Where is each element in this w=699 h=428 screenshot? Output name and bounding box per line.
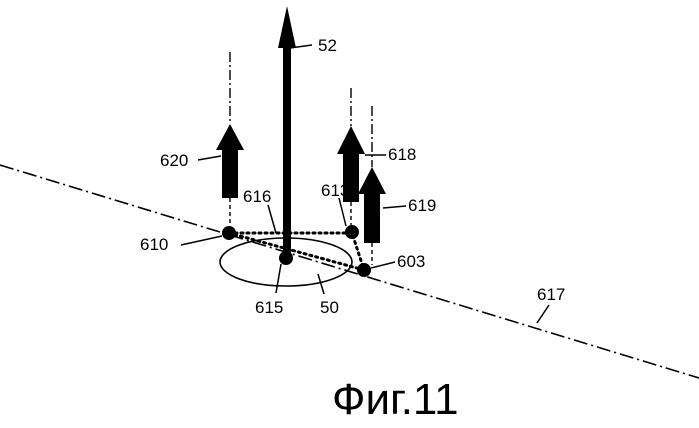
leader-620 <box>198 156 221 160</box>
point-613 <box>345 225 359 239</box>
point-610 <box>222 226 236 240</box>
leader-50 <box>318 274 324 294</box>
arrow-52-head <box>278 6 296 48</box>
label-620: 620 <box>160 151 188 170</box>
leader-619 <box>383 206 406 208</box>
arrow-619-head <box>358 167 386 194</box>
label-617: 617 <box>537 285 565 304</box>
leader-613 <box>339 198 346 226</box>
leader-610 <box>181 236 222 245</box>
leader-603 <box>371 262 395 268</box>
arrow-619-shaft <box>364 192 380 243</box>
arrow-620-head <box>216 124 244 150</box>
leader-617 <box>537 305 549 323</box>
leader-615 <box>276 264 281 293</box>
label-615: 615 <box>255 298 283 317</box>
point-603 <box>357 263 371 277</box>
arrow-620-shaft <box>222 148 238 198</box>
point-615 <box>279 251 293 265</box>
arrow-618-head <box>337 126 365 154</box>
label-619: 619 <box>408 196 436 215</box>
label-610: 610 <box>140 235 168 254</box>
label-616: 616 <box>243 187 271 206</box>
label-52: 52 <box>318 36 337 55</box>
label-603: 603 <box>397 252 425 271</box>
label-618: 618 <box>388 145 416 164</box>
label-50: 50 <box>320 298 339 317</box>
figure-caption: Фиг.11 <box>332 375 459 424</box>
leader-616 <box>268 205 276 233</box>
label-613: 613 <box>321 181 349 200</box>
